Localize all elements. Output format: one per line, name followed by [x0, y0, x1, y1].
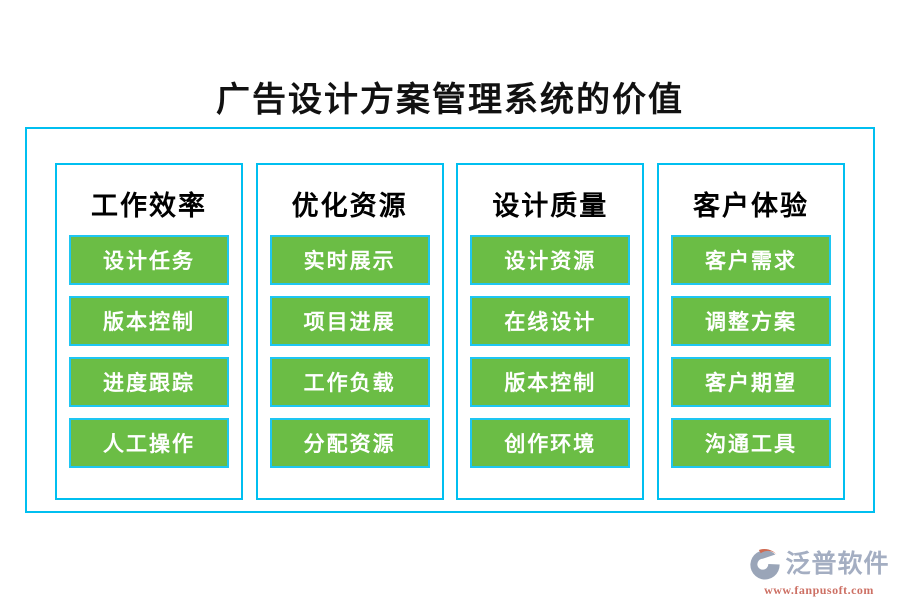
- column-header: 工作效率: [91, 191, 207, 221]
- brand-url: www.fanpusoft.com: [764, 583, 874, 597]
- value-panel: 工作效率 设计任务 版本控制 进度跟踪 人工操作 优化资源 实时展示 项目进展 …: [25, 127, 875, 513]
- value-item-button[interactable]: 项目进展: [269, 296, 430, 347]
- value-item-button[interactable]: 在线设计: [470, 296, 631, 347]
- value-item-button[interactable]: 设计资源: [470, 235, 631, 286]
- button-stack: 设计任务 版本控制 进度跟踪 人工操作: [69, 235, 229, 479]
- column-work-efficiency: 工作效率 设计任务 版本控制 进度跟踪 人工操作: [55, 163, 243, 500]
- value-item-button[interactable]: 实时展示: [269, 235, 430, 286]
- column-design-quality: 设计质量 设计资源 在线设计 版本控制 创作环境: [456, 163, 645, 500]
- value-item-button[interactable]: 人工操作: [69, 418, 229, 469]
- value-item-button[interactable]: 设计任务: [69, 235, 229, 286]
- column-header: 优化资源: [291, 191, 408, 221]
- button-stack: 设计资源 在线设计 版本控制 创作环境: [470, 235, 631, 479]
- button-stack: 实时展示 项目进展 工作负载 分配资源: [269, 235, 430, 479]
- button-stack: 客户需求 调整方案 客户期望 沟通工具: [670, 235, 831, 479]
- value-item-button[interactable]: 版本控制: [470, 357, 631, 408]
- value-item-button[interactable]: 分配资源: [269, 418, 430, 469]
- value-item-button[interactable]: 客户期望: [670, 357, 831, 408]
- brand-row: 泛普软件: [748, 547, 889, 581]
- value-item-button[interactable]: 进度跟踪: [69, 357, 229, 408]
- value-item-button[interactable]: 沟通工具: [670, 418, 831, 469]
- column-optimize-resources: 优化资源 实时展示 项目进展 工作负载 分配资源: [255, 163, 444, 500]
- value-item-button[interactable]: 客户需求: [670, 235, 831, 286]
- value-item-button[interactable]: 版本控制: [69, 296, 229, 347]
- page-title: 广告设计方案管理系统的价值: [216, 82, 684, 119]
- column-customer-experience: 客户体验 客户需求 调整方案 客户期望 沟通工具: [656, 163, 845, 500]
- column-header: 客户体验: [692, 191, 809, 221]
- value-item-button[interactable]: 工作负载: [269, 357, 430, 408]
- column-header: 设计质量: [492, 191, 609, 221]
- value-item-button[interactable]: 调整方案: [670, 296, 831, 347]
- fanpu-logo-icon: [750, 548, 781, 580]
- value-item-button[interactable]: 创作环境: [470, 418, 631, 469]
- brand-watermark: 泛普软件 www.fanpusoft.com: [744, 547, 894, 596]
- brand-name: 泛普软件: [785, 550, 890, 578]
